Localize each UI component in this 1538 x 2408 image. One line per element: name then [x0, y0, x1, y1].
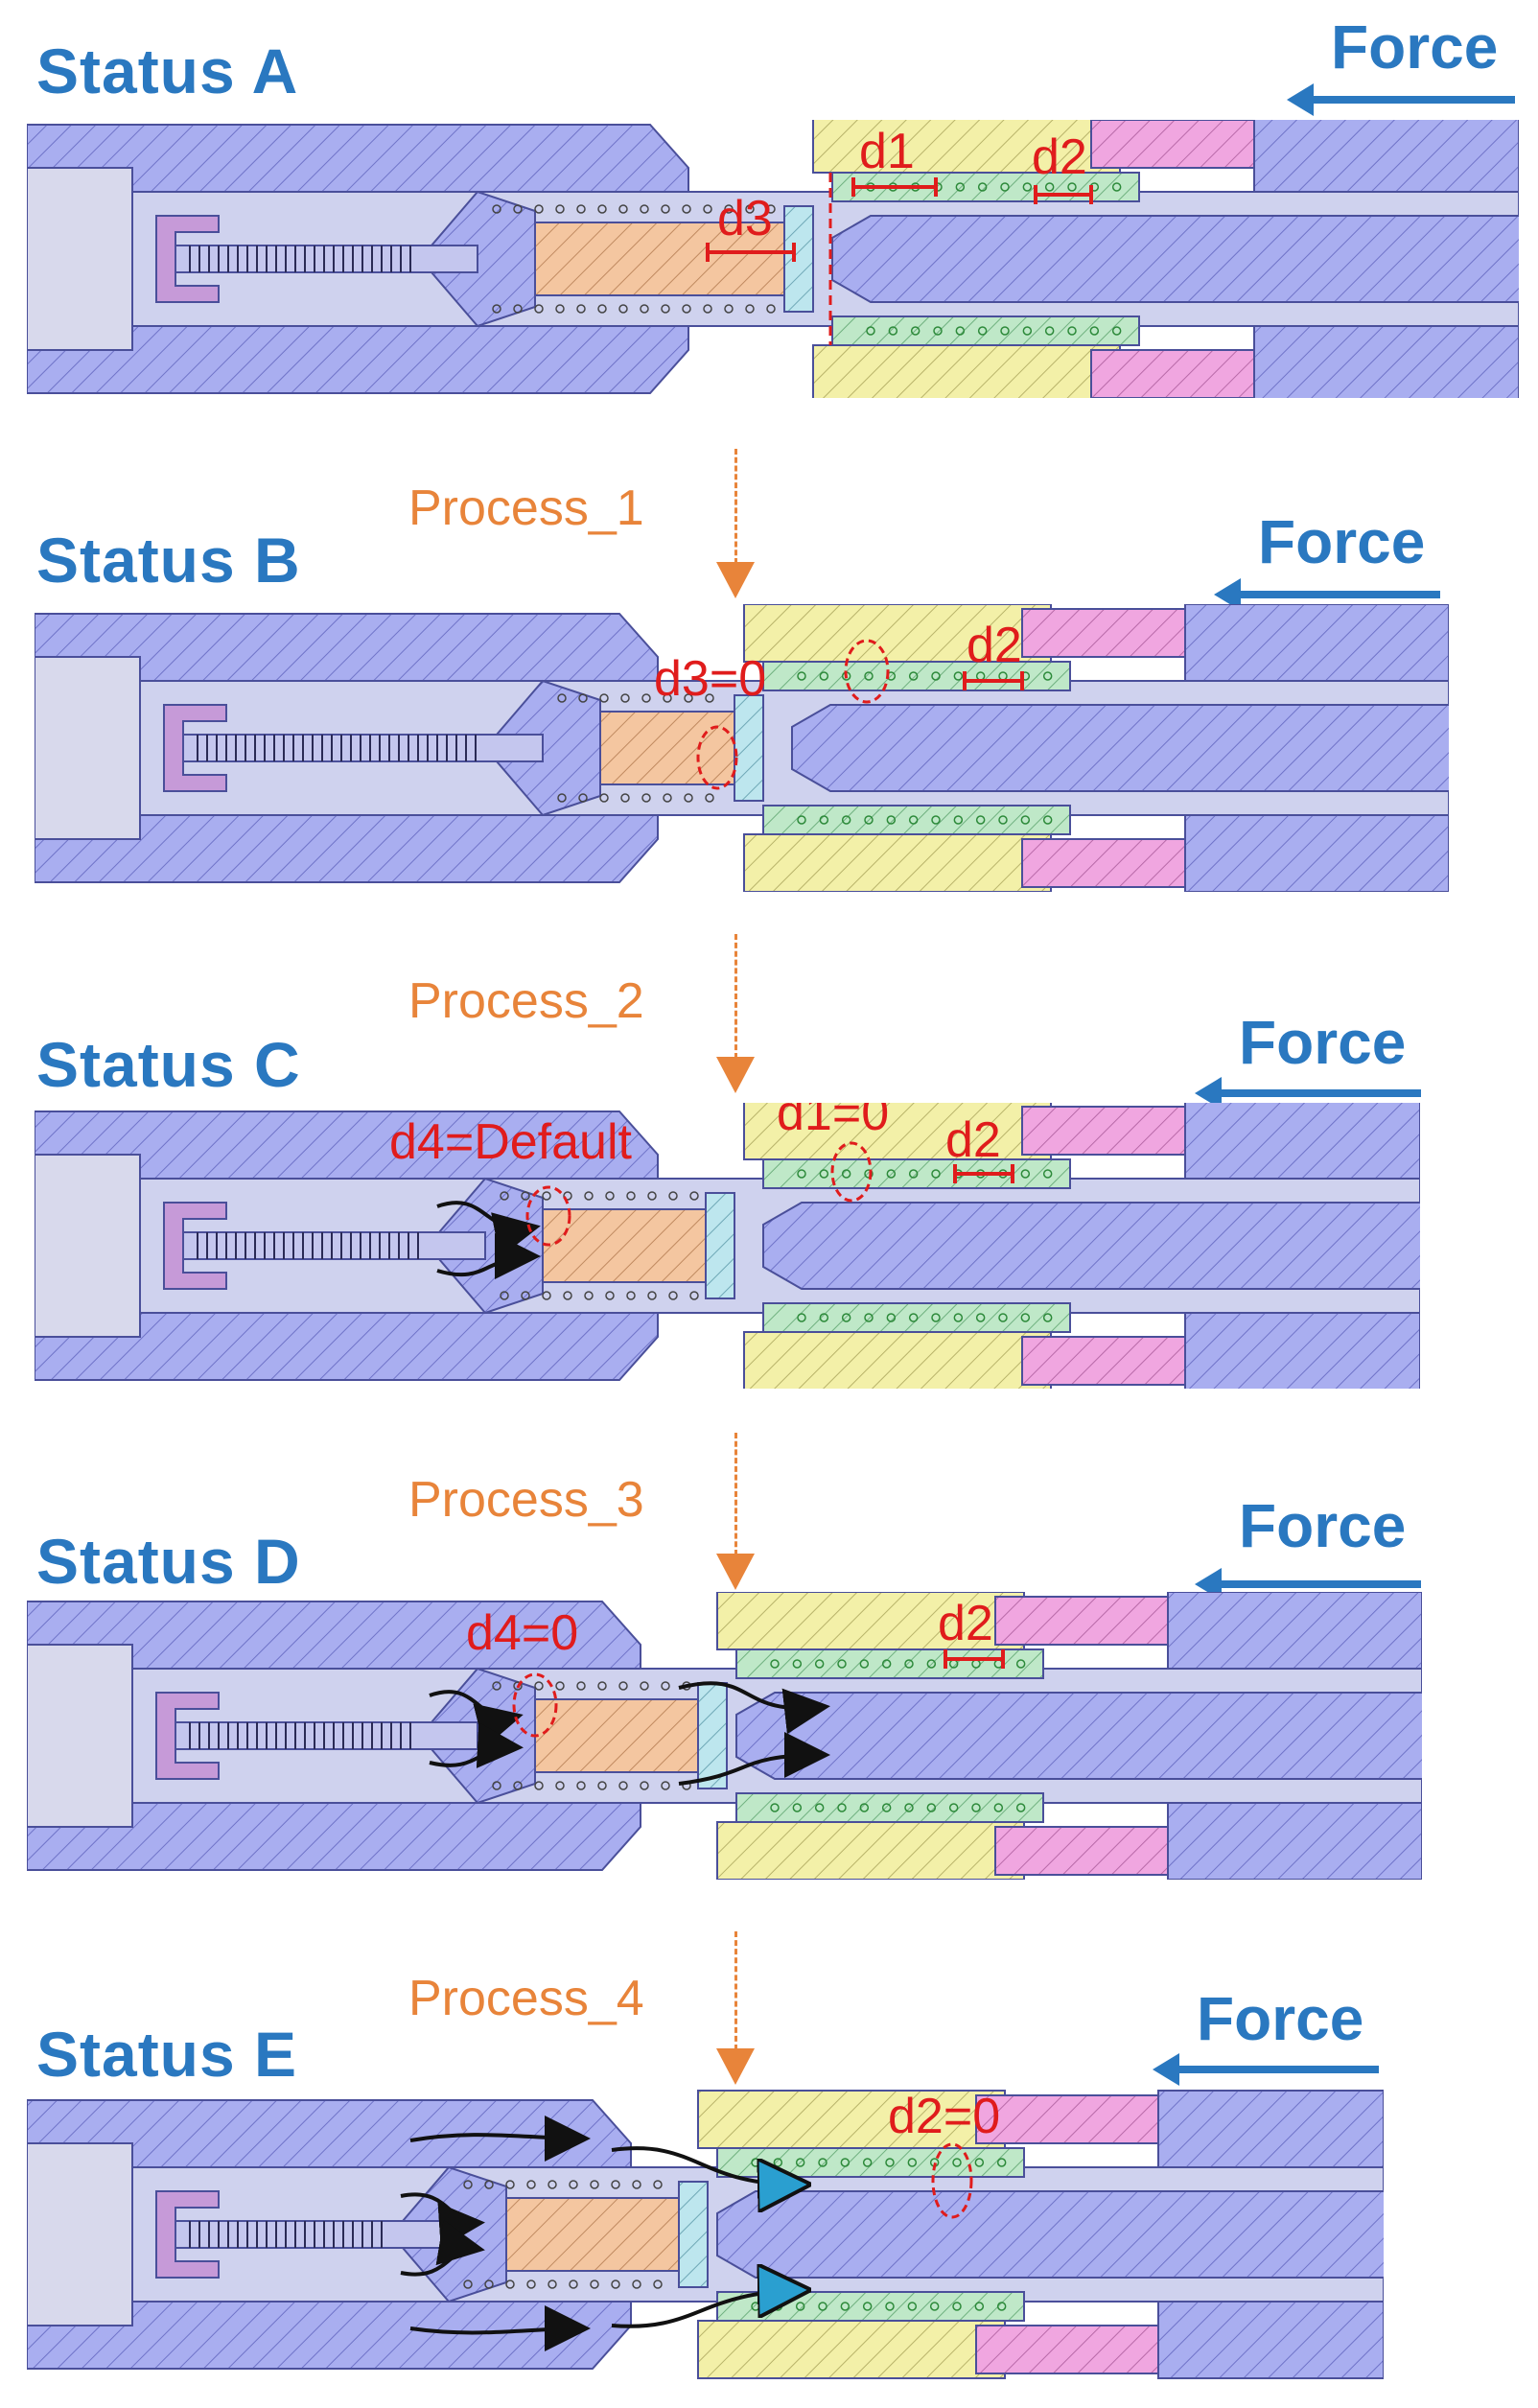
valve-assembly-a: d1 d2 d3 [27, 120, 1519, 398]
gap-highlight-ellipse [525, 1185, 571, 1247]
annotation-label: d4=Default [389, 1114, 633, 1170]
force-a-label: Force [1331, 12, 1499, 82]
annotation-label: d2 [1032, 129, 1087, 185]
panel-status-d: Process_3 Status D Force d2 d4=0 [0, 1410, 1538, 1908]
valve-assembly-b: d1=Default d2 d3=0 [35, 604, 1449, 892]
force-c-arrow [1195, 1077, 1421, 1110]
force-b-label: Force [1258, 507, 1426, 576]
annotations: d2 d4=0 [466, 1596, 1005, 1738]
process-2-arrow [716, 934, 755, 1093]
panel-status-a: Status A Force d1 d2 d3 [0, 0, 1538, 412]
panel-status-e: Process_4 Status E Force d2=0 [0, 1908, 1538, 2408]
status-c-label: Status C [36, 1029, 301, 1100]
gap-highlight-ellipse [512, 1672, 558, 1738]
process-3-arrow [716, 1433, 755, 1590]
status-e-label: Status E [36, 2019, 298, 2090]
flow-arrow [611, 2290, 804, 2328]
flow-arrow [429, 1722, 524, 1769]
annotation-label: d2 [967, 618, 1022, 673]
force-a-arrow [1287, 83, 1515, 116]
annotation-label: d2 [938, 1596, 993, 1651]
status-d-label: Status D [36, 1526, 301, 1597]
annotations: d1=0 d2 d4=Default [389, 1103, 1014, 1247]
panel-status-c: Process_2 Status C Force d1=0 d2 d4=Defaul… [0, 911, 1538, 1410]
annotation-label: d3 [717, 191, 773, 246]
annotations: d1 d2 d3 [706, 124, 1093, 345]
annotations: d2=0 [888, 2089, 1000, 2219]
force-d-arrow [1195, 1568, 1421, 1601]
annotation-label: d4=0 [466, 1605, 578, 1661]
valve-assembly-d: d2 d4=0 [27, 1592, 1422, 1880]
force-c-label: Force [1239, 1008, 1407, 1077]
gap-highlight-ellipse [931, 2142, 973, 2219]
force-d-label: Force [1239, 1491, 1407, 1560]
process-3-label: Process_3 [408, 1472, 644, 1528]
flow-arrow [611, 2146, 804, 2185]
annotations: d1=Default d2 d3=0 [654, 604, 1024, 790]
annotation-label: d2 [945, 1112, 1001, 1168]
force-e-arrow [1153, 2053, 1379, 2086]
gap-highlight-ellipse [696, 725, 738, 790]
annotation-label: d1=0 [777, 1103, 889, 1141]
flow-arrow [400, 2219, 485, 2277]
force-b-arrow [1214, 578, 1440, 611]
annotation-label: d3=0 [654, 651, 766, 707]
status-b-label: Status B [36, 525, 301, 596]
process-4-label: Process_4 [408, 1971, 644, 2026]
process-1-arrow [716, 449, 755, 598]
flow-arrow [436, 1201, 541, 1258]
flow-arrow [409, 2305, 591, 2352]
valve-assembly-e: d2=0 [27, 2089, 1384, 2379]
gap-highlight-ellipse [844, 639, 890, 704]
gap-highlight-ellipse [830, 1141, 873, 1203]
annotation-label: d1=Default [706, 604, 949, 611]
annotation-label: d2=0 [888, 2089, 1000, 2144]
force-e-label: Force [1197, 1984, 1364, 2053]
annotation-label: d1 [859, 124, 915, 179]
panel-status-b: Process_1 Status B Force d1=Default d2 d3=… [0, 412, 1538, 911]
process-4-arrow [716, 1931, 755, 2085]
flow-arrow [409, 2115, 591, 2162]
process-1-label: Process_1 [408, 480, 644, 536]
process-2-label: Process_2 [408, 973, 644, 1029]
valve-assembly-c: d1=0 d2 d4=Default [35, 1103, 1420, 1389]
flow-arrow [678, 1732, 830, 1786]
status-a-label: Status A [36, 35, 299, 106]
flow-arrow [678, 1681, 830, 1735]
flow-arrow [429, 1690, 524, 1748]
flow-arrow [436, 1233, 541, 1280]
